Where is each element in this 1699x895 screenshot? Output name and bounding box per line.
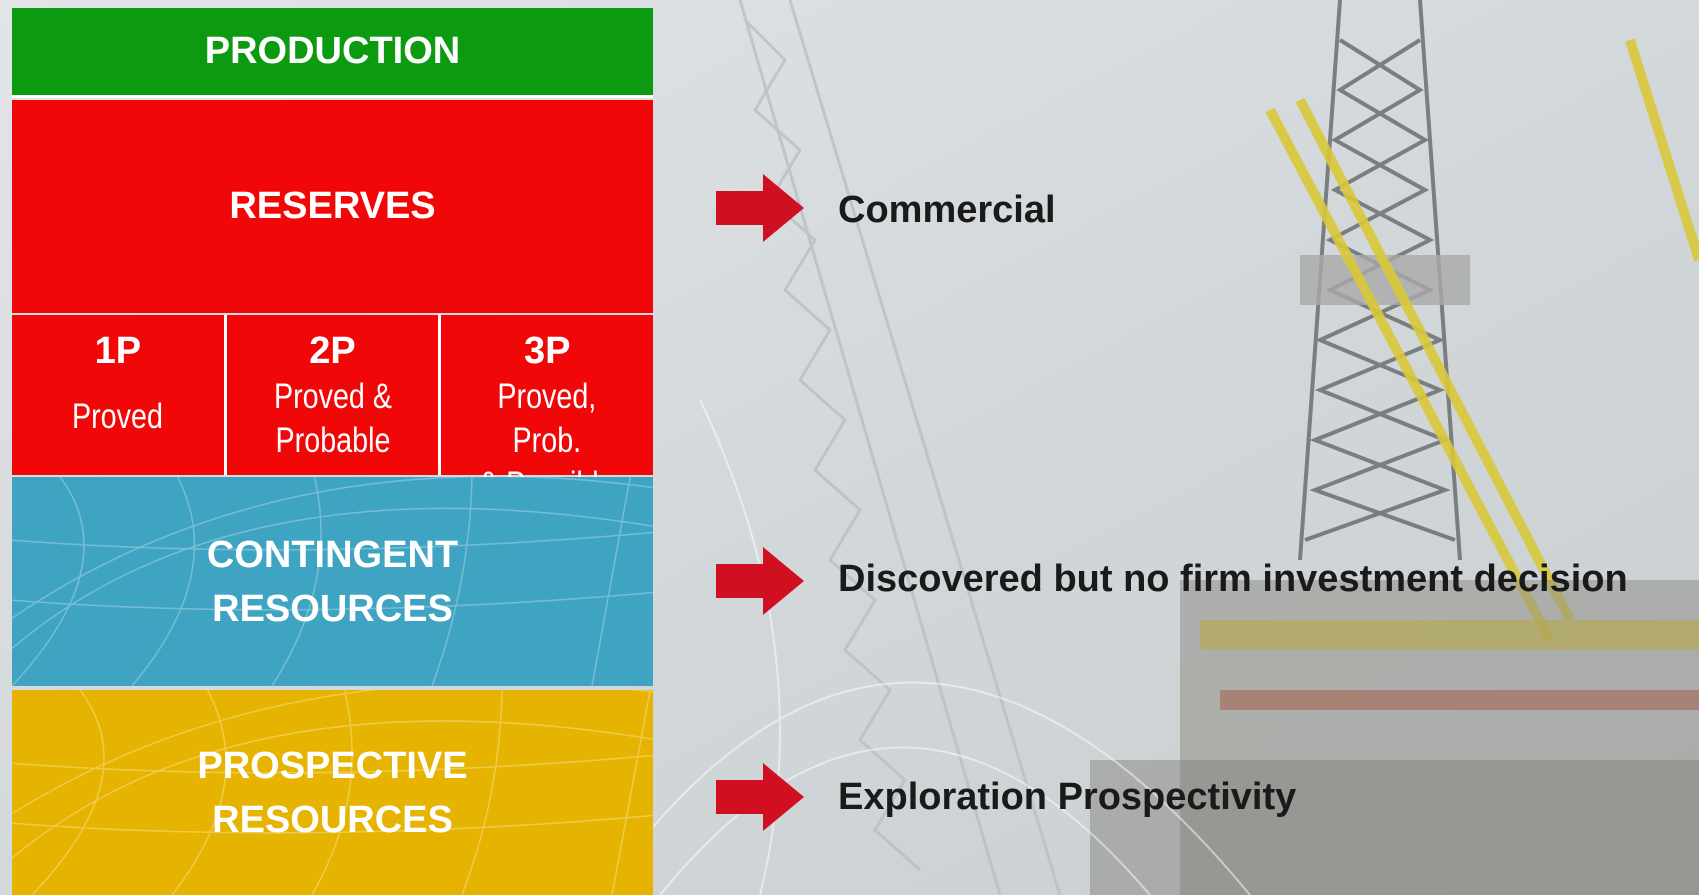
category-description-line1: Proved, Prob. xyxy=(497,377,597,460)
prospective-resources-box: PROSPECTIVE RESOURCES xyxy=(12,690,653,895)
reserve-categories-row: 1P Proved 2P Proved & Probable 3P Proved… xyxy=(12,315,654,504)
grid-pattern-decoration xyxy=(12,690,653,895)
contingent-label-line1: CONTINGENT xyxy=(206,533,459,576)
category-code: 2P xyxy=(309,330,356,372)
grid-pattern-decoration xyxy=(12,477,653,686)
arrow-right-icon xyxy=(716,547,804,615)
category-description: Proved & Probable xyxy=(273,375,391,463)
arrow-right-icon xyxy=(716,174,804,242)
production-label: PRODUCTION xyxy=(204,30,461,72)
prospective-label-line2: RESOURCES xyxy=(212,798,453,841)
category-description-line2: Probable xyxy=(275,421,390,460)
category-description: Proved xyxy=(72,397,164,436)
category-description-line1: Proved & xyxy=(273,377,392,416)
prospective-label-line1: PROSPECTIVE xyxy=(197,744,468,787)
category-code: 3P xyxy=(523,330,571,372)
production-box: PRODUCTION xyxy=(12,8,653,98)
contingent-label-line2: RESOURCES xyxy=(212,587,453,630)
contingent-resources-box: CONTINGENT RESOURCES xyxy=(12,477,653,686)
reserves-label: RESERVES xyxy=(229,185,436,227)
commercial-label: Commercial xyxy=(838,189,1056,231)
category-3p: 3P Proved, Prob. & Possible xyxy=(441,315,654,504)
exploration-label: Exploration Prospectivity xyxy=(838,776,1297,818)
category-code: 1P xyxy=(94,330,142,372)
reserves-box: RESERVES xyxy=(12,100,653,313)
discovered-label: Discovered but no firm investment decisi… xyxy=(838,558,1628,600)
category-2p: 2P Proved & Probable xyxy=(226,315,439,475)
arrow-right-icon xyxy=(716,763,804,831)
category-1p: 1P Proved xyxy=(12,315,224,475)
